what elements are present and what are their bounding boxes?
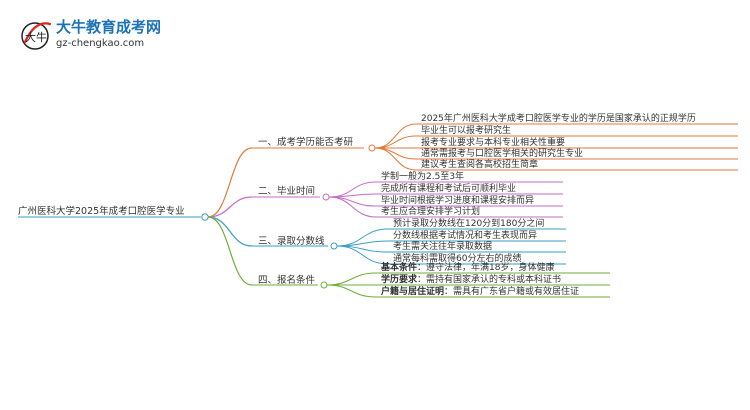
root-node: 广州医科大学2025年成考口腔医学专业 bbox=[18, 206, 185, 217]
branch-1-leaf-5: 建议考生查阅各高校招生简章 bbox=[421, 160, 539, 170]
branch-3-leaf-4-edge bbox=[336, 245, 389, 265]
branch-3-label: 三、录取分数线 bbox=[258, 236, 325, 247]
branch-2-connector-dot bbox=[322, 193, 330, 201]
branch-2-leaf-2: 完成所有课程和考试后可顺利毕业 bbox=[381, 184, 517, 194]
branch-3-edge bbox=[207, 216, 253, 247]
site-logo[interactable]: 大牛 大牛教育成考网 gz-chengkao.com bbox=[20, 14, 180, 58]
branch-1-edge bbox=[207, 147, 253, 218]
logo-mark-text: 大牛 bbox=[25, 30, 47, 44]
branch-2-leaf-4-edge bbox=[328, 196, 377, 218]
leaf-value: ：遵守法律，年满18岁，身体健康 bbox=[417, 263, 555, 273]
branch-4-leaf-1: 基本条件：遵守法律，年满18岁，身体健康 bbox=[381, 263, 554, 274]
leaf-value: ：需持有国家承认的专科或本科证书 bbox=[417, 275, 562, 285]
branch-4-leaf-2: 学历要求：需持有国家承认的专科或本科证书 bbox=[381, 275, 561, 286]
branch-2-leaf-1: 学制一般为2.5至3年 bbox=[381, 172, 465, 182]
site-url: gz-chengkao.com bbox=[56, 38, 145, 49]
branch-1-leaf-2-edge bbox=[374, 135, 417, 149]
branch-1-leaf-4-edge bbox=[374, 147, 417, 160]
branch-1-leaf-5-edge bbox=[374, 147, 417, 171]
branch-1-leaf-2: 毕业生可以报考研究生 bbox=[421, 126, 512, 136]
branch-4-connector-dot bbox=[320, 281, 328, 289]
branch-3-leaf-1: 预计录取分数线在120分到180分之间 bbox=[393, 219, 545, 229]
branch-2-leaf-3: 毕业时间根据学习进度和课程安排而异 bbox=[381, 196, 535, 206]
branch-2-edge bbox=[207, 196, 253, 218]
branch-2-leaf-1-edge bbox=[328, 181, 377, 198]
logo-mark-icon: 大牛 bbox=[21, 22, 52, 50]
branch-3-leaf-4: 通常每科需取得60分左右的成绩 bbox=[393, 254, 522, 264]
branch-4-leaf-3: 户籍与居住证明：需具有广东省户籍或有效居住证 bbox=[381, 287, 579, 298]
site-name: 大牛教育成考网 bbox=[56, 18, 162, 36]
leaf-key: 户籍与居住证明 bbox=[381, 287, 445, 297]
branch-1-leaf-3: 报考专业要求与本科专业相关性重要 bbox=[421, 138, 566, 148]
branch-2-leaf-3-edge bbox=[328, 196, 377, 207]
leaf-key: 基本条件 bbox=[381, 263, 418, 273]
branch-3-leaf-2: 分数线根据考试情况和考生表现而异 bbox=[393, 231, 538, 241]
branch-4-label: 四、报名条件 bbox=[258, 275, 316, 286]
branch-1-label: 一、成考学历能否考研 bbox=[258, 137, 354, 148]
branch-4-edge bbox=[207, 216, 253, 286]
branch-3-connector-dot bbox=[330, 242, 338, 250]
branch-1-connector-dot bbox=[368, 144, 376, 152]
leaf-key: 学历要求 bbox=[381, 275, 418, 285]
root-connector-dot bbox=[201, 213, 209, 221]
branch-2-leaf-4: 考生应合理安排学习计划 bbox=[381, 207, 481, 217]
branch-2-label: 二、毕业时间 bbox=[258, 186, 316, 197]
branch-2-leaf-2-edge bbox=[328, 193, 377, 198]
leaf-value: ：需具有广东省户籍或有效居住证 bbox=[444, 287, 580, 297]
branch-3-leaf-3: 考生需关注往年录取数据 bbox=[393, 242, 493, 252]
branch-1-leaf-4: 通常需报考与口腔医学相关的研究生专业 bbox=[421, 149, 584, 159]
branch-4-leaf-3-edge bbox=[326, 284, 377, 298]
branch-1-leaf-1: 2025年广州医科大学成考口腔医学专业的学历是国家承认的正规学历 bbox=[421, 114, 696, 124]
branch-4-leaf-1-edge bbox=[326, 272, 377, 286]
